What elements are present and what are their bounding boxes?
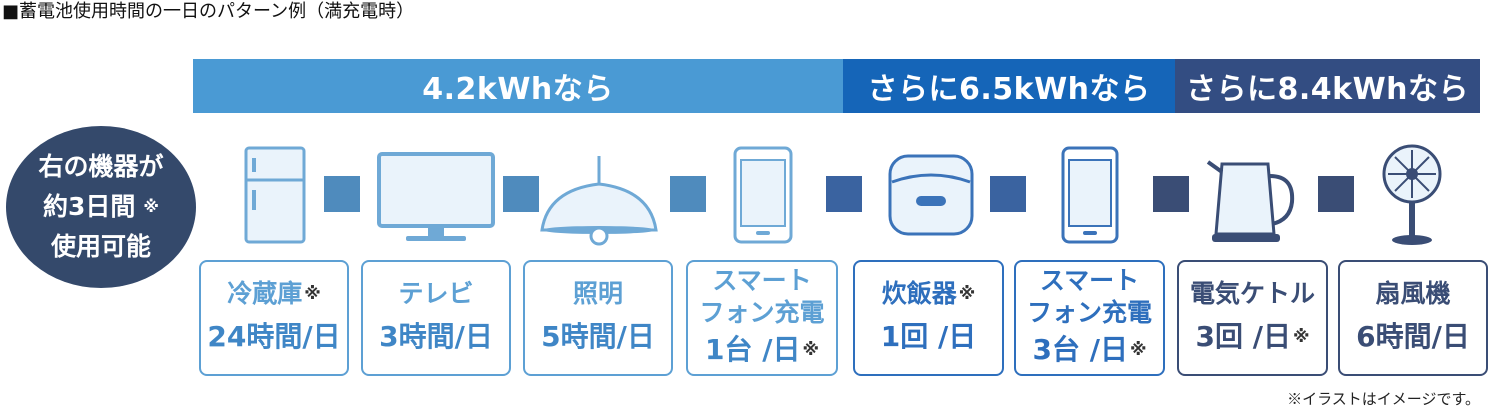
card-name-row: 冷蔵庫※ xyxy=(201,278,347,310)
ceiling-lamp-icon xyxy=(540,156,658,246)
plus-icon xyxy=(324,176,360,212)
badge-line-3: 使用可能 xyxy=(50,232,151,261)
electric-kettle-icon xyxy=(1206,160,1295,242)
card-note-mark: ※ xyxy=(1292,327,1310,347)
card-usage-row: 1台 /日※ xyxy=(688,329,836,371)
card-smartphone-charge: スマート フォン充電 1台 /日※ xyxy=(686,260,838,376)
band-label: さらに6.5kWhなら xyxy=(867,72,1151,107)
plus-icon xyxy=(826,176,862,212)
plus-icon xyxy=(990,176,1026,212)
card-tv: テレビ 3時間/日 xyxy=(361,260,511,376)
card-usage-time: 24時間/日 xyxy=(207,320,341,353)
band-label: さらに8.4kWhなら xyxy=(1185,72,1470,107)
card-rice-cooker: 炊飯器※ 1回 /日 xyxy=(853,260,1004,376)
card-usage-time: 1台 /日 xyxy=(705,333,801,366)
badge-line-2: 約3日間 xyxy=(43,192,136,221)
card-refrigerator: 冷蔵庫※ 24時間/日 xyxy=(199,260,349,376)
plus-icon xyxy=(503,176,539,212)
card-usage-row: 3台 /日※ xyxy=(1016,329,1163,371)
card-usage-time: 3回 /日 xyxy=(1195,320,1291,353)
image-disclaimer-note: ※イラストはイメージです。 xyxy=(1287,390,1480,408)
card-usage-row: 3回 /日※ xyxy=(1179,316,1326,358)
smartphone-icon xyxy=(1061,146,1119,244)
card-note-mark: ※ xyxy=(1129,340,1147,360)
card-usage-time: 6時間/日 xyxy=(1356,320,1470,353)
card-name-line-2: フォン充電 xyxy=(1026,298,1152,327)
card-name: 冷蔵庫 xyxy=(227,279,303,308)
card-name-line-1: スマート xyxy=(1039,266,1140,295)
page-title: ■蓄電池使用時間の一日のパターン例（満充電時） xyxy=(2,1,415,22)
card-note-mark: ※ xyxy=(304,284,321,304)
card-name: 照明 xyxy=(572,279,623,308)
card-name-row: 炊飯器※ xyxy=(855,278,1002,310)
plus-icon xyxy=(1153,176,1189,212)
badge-line-2-row: 約3日間 ※ xyxy=(6,187,196,227)
card-usage-time: 3時間/日 xyxy=(379,320,493,353)
card-usage-time: 5時間/日 xyxy=(541,320,655,353)
refrigerator-icon xyxy=(244,146,306,244)
band-4-2kwh: 4.2kWhなら xyxy=(193,59,843,113)
card-name-line-2: フォン充電 xyxy=(699,298,825,327)
electric-fan-icon xyxy=(1382,144,1442,245)
rice-cooker-icon xyxy=(888,154,974,236)
card-usage-time: 3台 /日 xyxy=(1032,333,1128,366)
card-lighting: 照明 5時間/日 xyxy=(523,260,673,376)
tv-icon xyxy=(377,152,495,241)
plus-icon xyxy=(670,176,706,212)
card-usage-time: 1回 /日 xyxy=(880,320,977,353)
card-name: 扇風機 xyxy=(1375,279,1451,308)
card-name-line-1: スマート xyxy=(712,266,812,295)
card-electric-fan: 扇風機 6時間/日 xyxy=(1338,260,1488,376)
card-name: 電気ケトル xyxy=(1189,279,1315,308)
card-electric-kettle: 電気ケトル 3回 /日※ xyxy=(1177,260,1328,376)
badge-note-mark: ※ xyxy=(143,197,159,216)
plus-icon xyxy=(1318,176,1354,212)
smartphone-icon xyxy=(733,146,793,244)
card-smartphone-charge: スマート フォン充電 3台 /日※ xyxy=(1014,260,1165,376)
card-note-mark: ※ xyxy=(958,284,976,304)
band-8-4kwh: さらに8.4kWhなら xyxy=(1175,59,1480,113)
band-6-5kwh: さらに6.5kWhなら xyxy=(843,59,1175,113)
card-name: テレビ xyxy=(398,279,474,308)
usage-duration-badge: 右の機器が 約3日間 ※ 使用可能 xyxy=(6,126,196,288)
card-note-mark: ※ xyxy=(802,340,819,360)
card-name: 炊飯器 xyxy=(881,279,957,308)
band-label: 4.2kWhなら xyxy=(422,72,614,107)
badge-line-1: 右の機器が xyxy=(38,152,164,181)
